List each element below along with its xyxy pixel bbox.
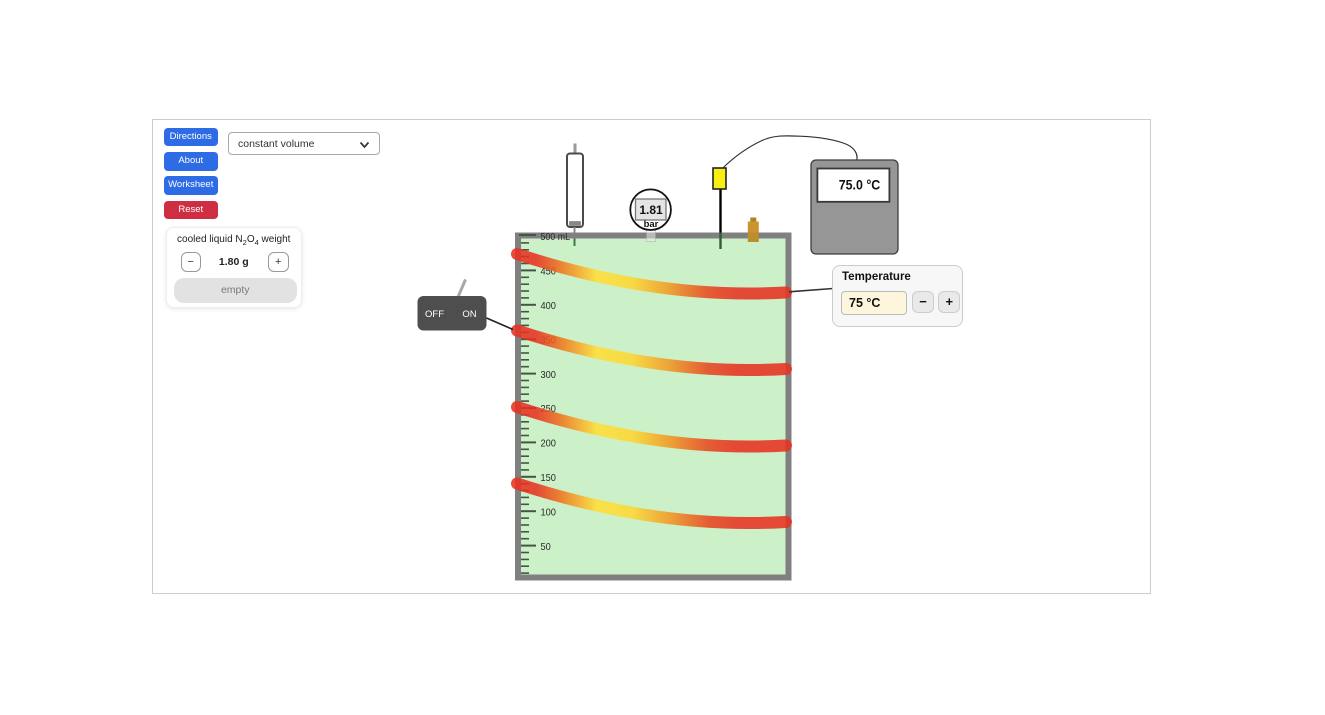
svg-text:400: 400	[541, 300, 557, 312]
svg-text:300: 300	[541, 369, 557, 381]
svg-text:1.81: 1.81	[639, 203, 663, 217]
svg-text:150: 150	[541, 472, 557, 484]
svg-text:bar: bar	[644, 219, 659, 230]
svg-text:75.0 °C: 75.0 °C	[839, 178, 881, 193]
svg-text:500 mL: 500 mL	[541, 231, 571, 243]
svg-text:50: 50	[541, 541, 551, 553]
svg-text:OFF: OFF	[425, 309, 444, 320]
svg-text:ON: ON	[462, 309, 476, 320]
svg-text:200: 200	[541, 438, 557, 450]
svg-text:100: 100	[541, 506, 557, 518]
